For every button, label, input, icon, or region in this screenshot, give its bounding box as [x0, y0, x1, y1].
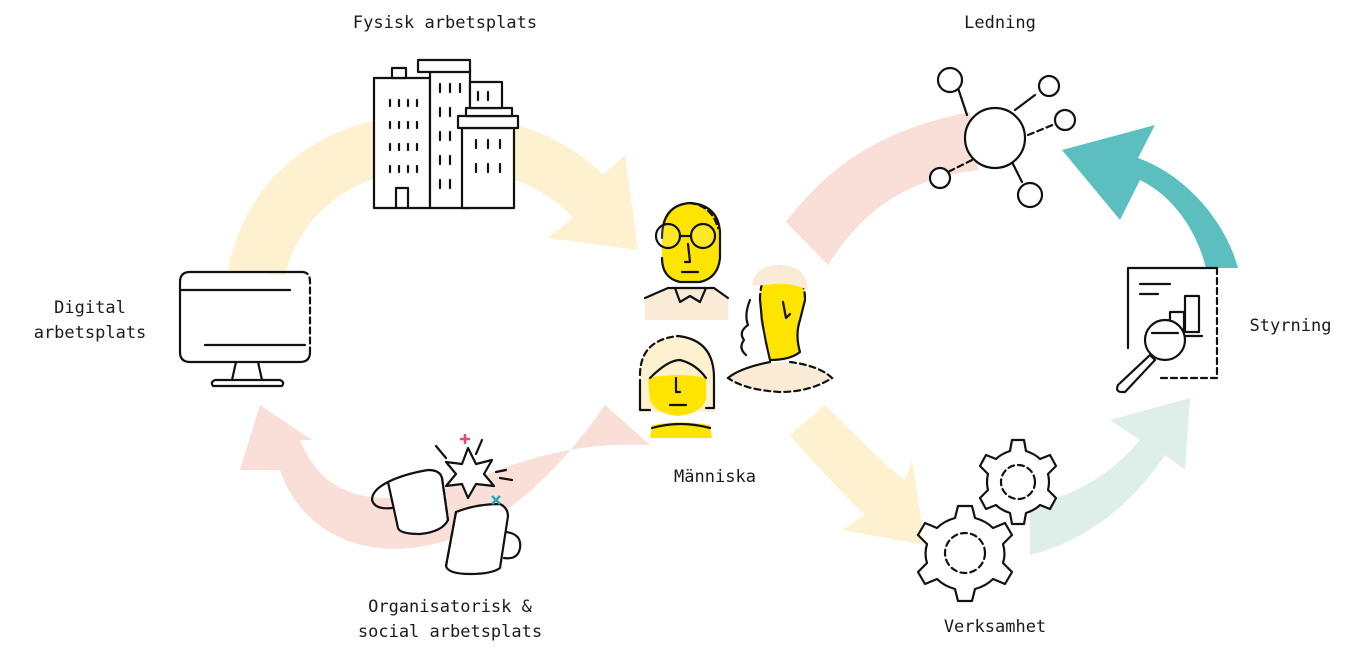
label-verksamhet: Verksamhet: [943, 617, 1047, 637]
monitor-icon: [178, 270, 312, 388]
arrow-people-to-verksamhet: [790, 405, 925, 545]
arrow-styrning-to-ledning: [1062, 125, 1238, 268]
label-organisatorisk-social-arbetsplats: Organisatorisk & social arbetsplats: [300, 595, 600, 645]
label-org-line1: Organisatorisk &: [368, 597, 532, 617]
label-digital-arbetsplats: Digital arbetsplats: [0, 296, 180, 346]
people-icon: [638, 201, 834, 438]
building-icon: [372, 58, 520, 210]
label-org-line2: social arbetsplats: [357, 622, 543, 642]
arrow-digital-to-people: [228, 111, 638, 276]
network-hub-icon: [928, 66, 1077, 209]
label-digital-line2: arbetsplats: [33, 323, 147, 343]
arrow-verksamhet-to-styrning: [1030, 398, 1190, 555]
gears-icon: [916, 438, 1058, 603]
label-digital-line1: Digital: [54, 298, 126, 318]
arrow-people-to-ledning: [786, 112, 978, 265]
label-styrning: Styrning: [1249, 316, 1332, 336]
label-ledning: Ledning: [964, 13, 1036, 33]
label-manniska: Människa: [674, 467, 756, 487]
arrow-people-to-digital: [240, 405, 650, 549]
label-fysisk-arbetsplats: Fysisk arbetsplats: [352, 13, 538, 33]
report-magnifier-icon: [1116, 266, 1219, 394]
clinking-mugs-icon: [370, 434, 522, 576]
